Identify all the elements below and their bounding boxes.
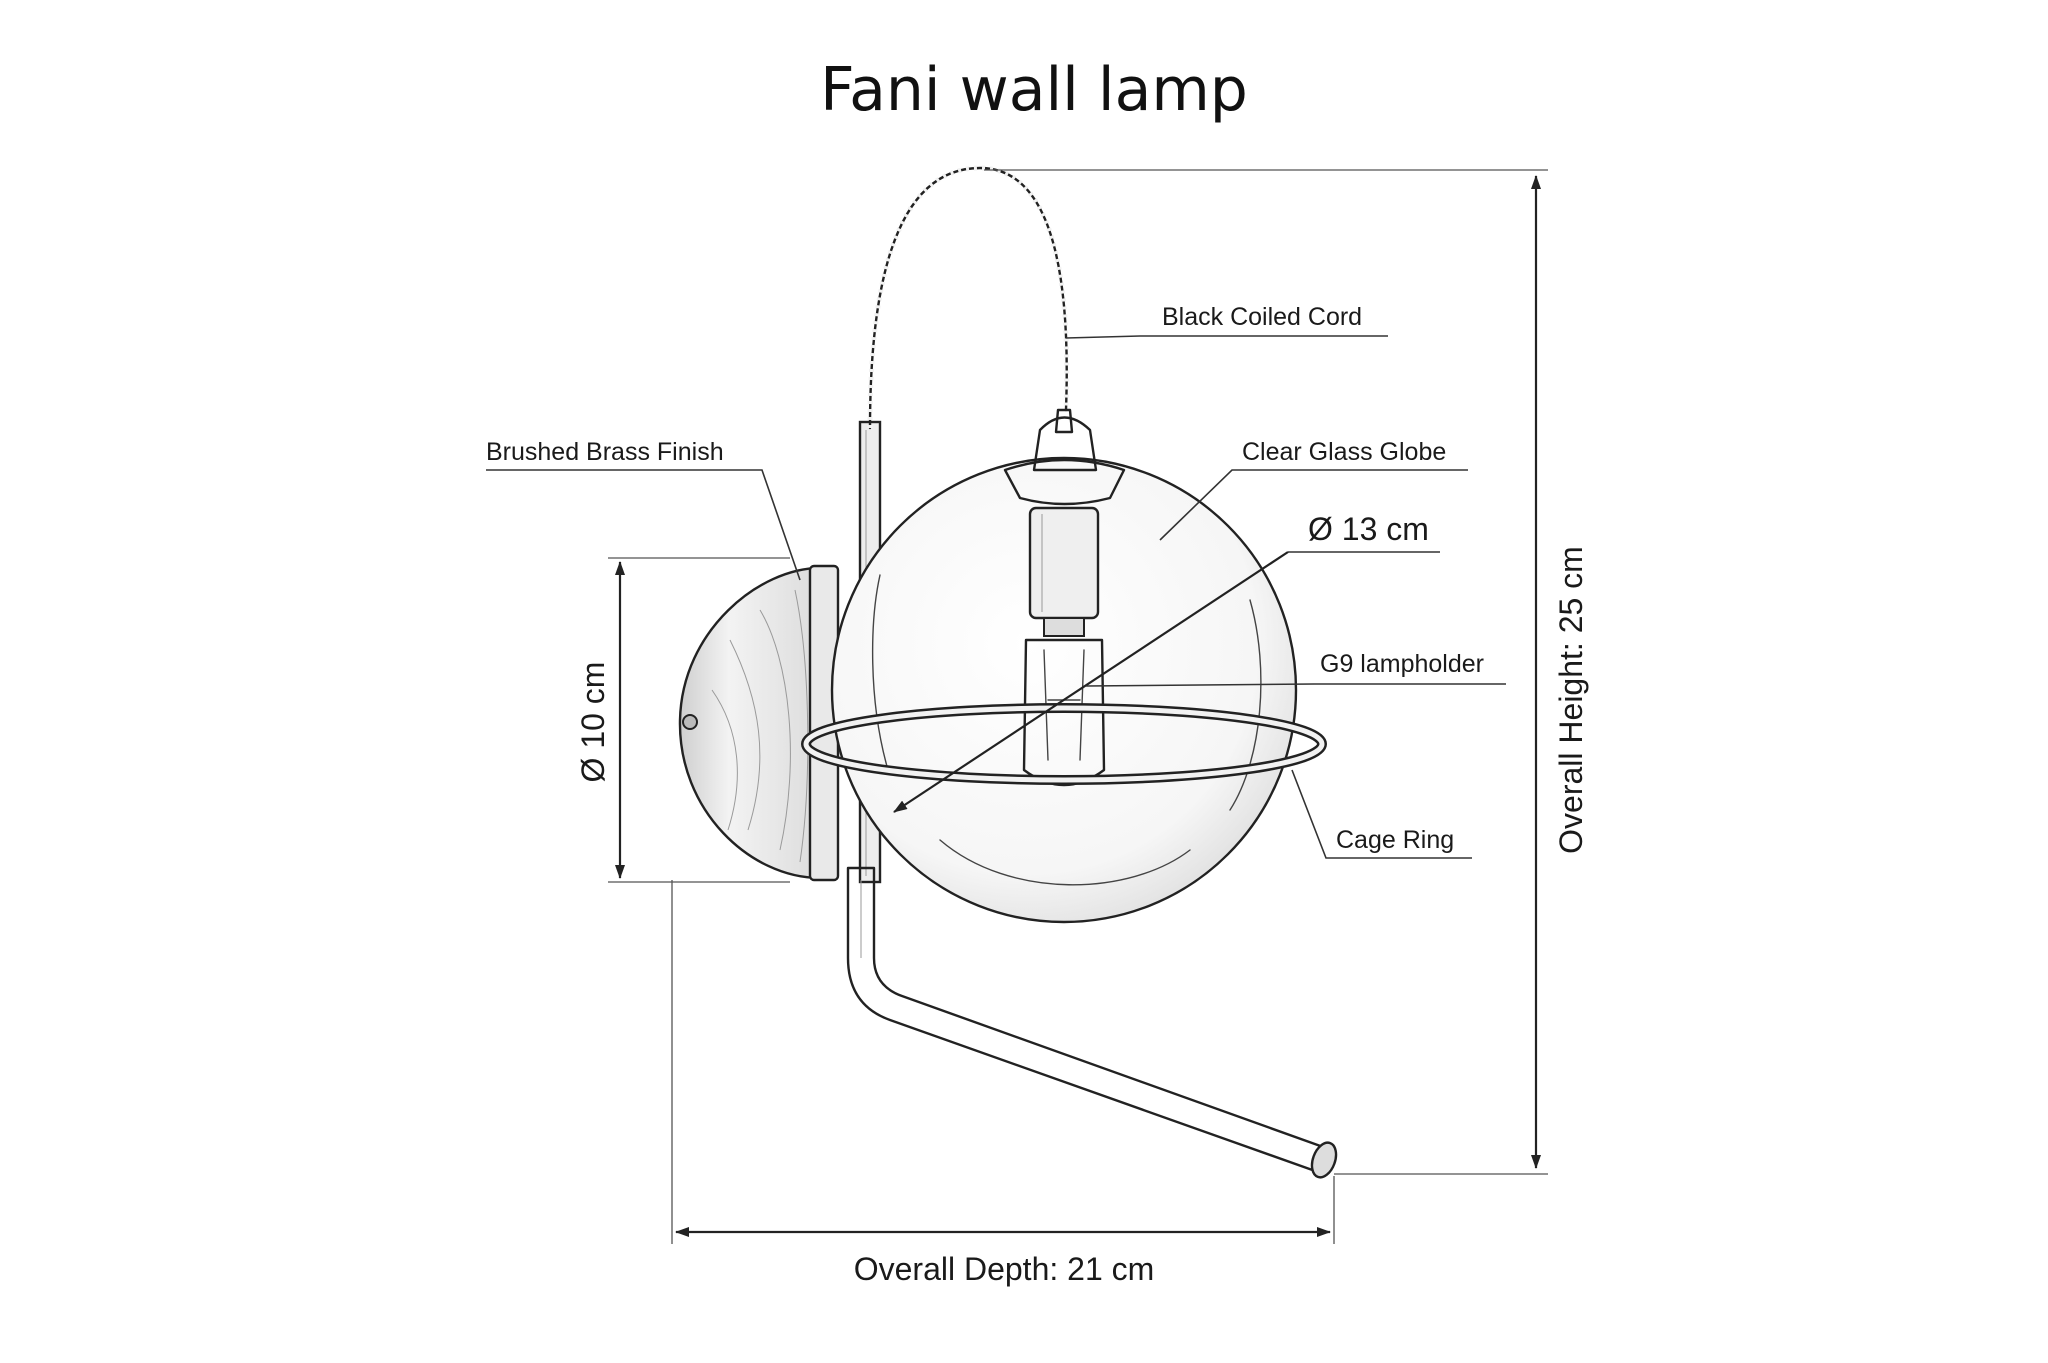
callout-cord: Black Coiled Cord [1065,303,1388,339]
base-diameter-label: Ø 10 cm [575,662,611,783]
callout-ring: Cage Ring [1291,769,1472,859]
callout-cord-label: Black Coiled Cord [1162,303,1362,331]
support-arm [846,866,1338,1179]
diagram-title: Fani wall lamp [820,55,1248,125]
overall-height-label: Overall Height: 25 cm [1553,546,1589,854]
dimension-base-diameter: Ø 10 cm [575,557,790,883]
callout-finish: Brushed Brass Finish [486,438,801,581]
wall-plate [678,564,840,882]
callout-lampholder: G9 lampholder [1085,650,1506,687]
dimension-overall-height: Overall Height: 25 cm [984,169,1589,1175]
dimension-overall-depth: Overall Depth: 21 cm [671,880,1335,1287]
overall-depth-label: Overall Depth: 21 cm [854,1251,1155,1287]
cage-ring [801,703,1327,785]
callout-finish-label: Brushed Brass Finish [486,438,724,466]
callout-lampholder-label: G9 lampholder [1320,650,1484,678]
globe-diameter-label: Ø 13 cm [1308,511,1429,547]
lamp-drawing [678,165,1338,1179]
coiled-cord [867,165,1070,430]
callout-ring-label: Cage Ring [1336,826,1454,854]
callout-globe-diameter: Ø 13 cm [893,511,1440,813]
glass-globe [830,408,1298,924]
callout-globe-label: Clear Glass Globe [1242,438,1446,466]
lampholder [1022,506,1106,787]
callout-globe: Clear Glass Globe [1159,438,1468,541]
